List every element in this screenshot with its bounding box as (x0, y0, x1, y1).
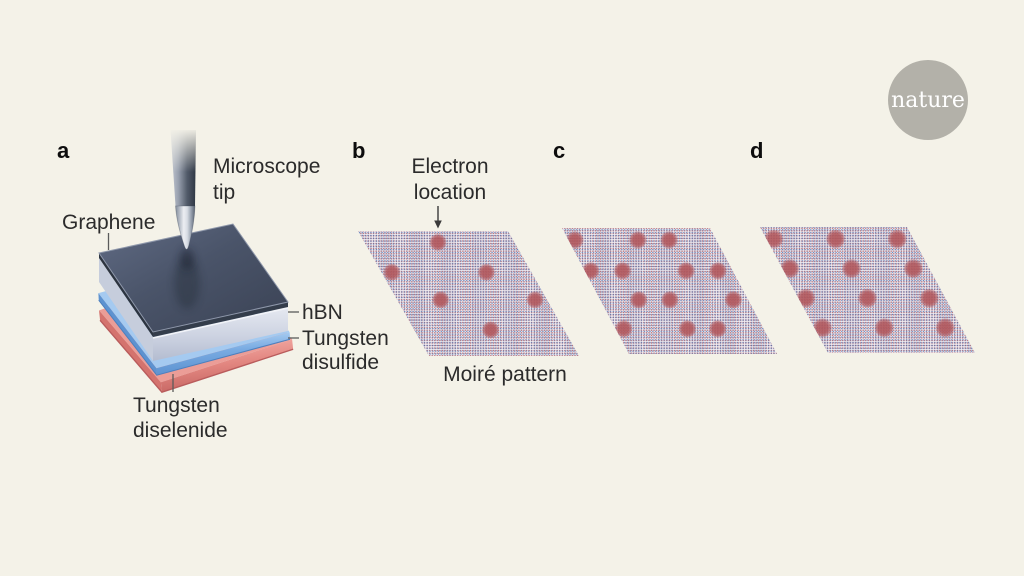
microscope-tip (167, 128, 199, 250)
label-tungsten-disulfide-line2: disulfide (302, 351, 379, 374)
label-electron-location-line1: Electron (411, 155, 488, 178)
electron-dot (613, 261, 632, 280)
connector-lines (107, 233, 299, 392)
panel-letter-c: c (553, 138, 565, 163)
electron-dot (825, 229, 846, 249)
electron-dot (857, 288, 878, 309)
electron-dot (887, 229, 908, 249)
electron-dots-b (383, 233, 544, 339)
electron-dot (526, 290, 544, 309)
label-tungsten-diselenide-line2: diselenide (133, 419, 228, 442)
electron-dot (841, 258, 862, 279)
electron-dots-d (763, 229, 956, 338)
label-electron-location-line2: location (414, 181, 486, 204)
label-tungsten-disulfide-line1: Tungsten (302, 327, 389, 350)
electron-dot (383, 263, 401, 282)
electron-dot (614, 319, 633, 338)
electron-dot (477, 263, 496, 282)
layer-hbn (99, 258, 289, 361)
label-microscope-tip-line1: Microscope (213, 155, 320, 178)
layer-graphene (98, 223, 289, 337)
label-moire-pattern: Moiré pattern (443, 363, 567, 386)
electron-dot (678, 319, 697, 338)
electron-dots-c (565, 230, 743, 338)
nature-logo-text: nature (891, 88, 965, 113)
electron-dot (659, 230, 679, 250)
electron-dot (724, 290, 743, 309)
panel-letter-a: a (57, 138, 70, 163)
panel-letter-b: b (352, 138, 365, 163)
label-hbn: hBN (302, 301, 343, 324)
panel-letter-d: d (750, 138, 763, 163)
electron-dot (812, 317, 833, 338)
electron-dot (677, 261, 696, 280)
label-graphene: Graphene (62, 211, 155, 234)
electron-dot (708, 261, 728, 280)
electron-dot (628, 230, 648, 250)
electron-dot (429, 233, 447, 252)
tip-shadow (174, 248, 200, 309)
electron-dot (431, 290, 450, 309)
electron-location-arrow (434, 206, 442, 229)
electron-dot (660, 290, 679, 309)
electron-dot (874, 317, 895, 338)
electron-dot (708, 319, 727, 338)
electron-dot (903, 258, 924, 279)
panel-a-illustration (98, 128, 299, 394)
label-microscope-tip-line2: tip (213, 181, 235, 204)
electron-dot (481, 320, 500, 339)
nature-logo: nature (888, 60, 968, 140)
nature-logo-circle (888, 60, 968, 140)
label-tungsten-diselenide-line1: Tungsten (133, 394, 220, 417)
electron-dot (935, 317, 956, 338)
electron-dot (919, 288, 940, 309)
electron-dot (629, 290, 648, 309)
